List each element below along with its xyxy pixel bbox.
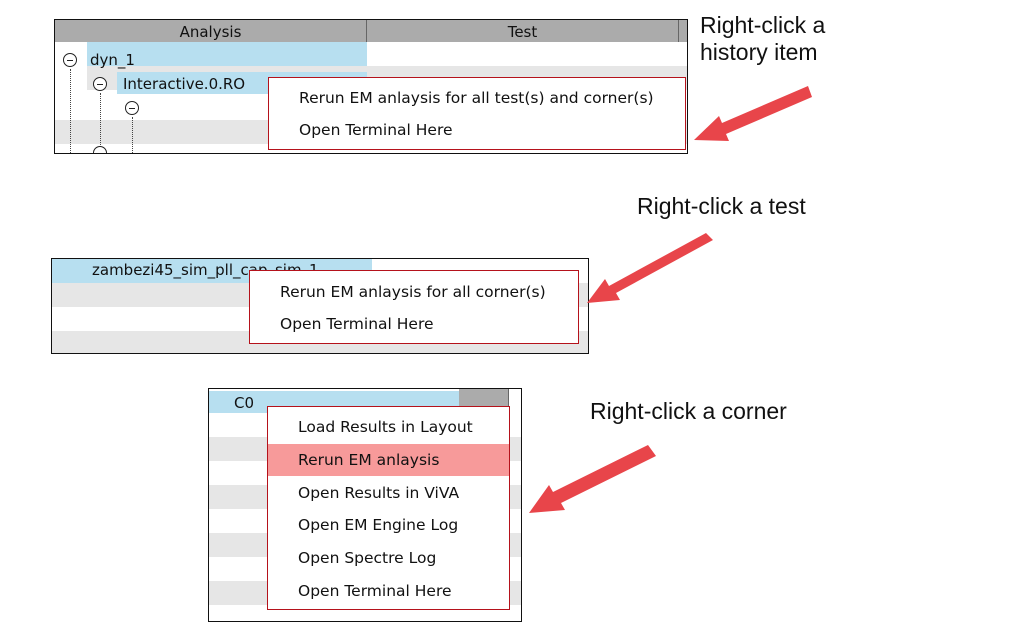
test-context-menu: Rerun EM anlaysis for all corner(s) Open…: [249, 270, 579, 344]
menu-item-open-terminal[interactable]: Open Terminal Here: [280, 315, 434, 333]
menu-item-open-terminal[interactable]: Open Terminal Here: [298, 582, 452, 600]
menu-item-rerun-all[interactable]: Rerun EM anlaysis for all test(s) and co…: [299, 89, 654, 107]
callout-history-item: Right-click a history item: [700, 12, 825, 66]
menu-item-load-results[interactable]: Load Results in Layout: [298, 418, 473, 436]
collapse-icon[interactable]: [63, 53, 77, 67]
history-item-label[interactable]: dyn_1: [90, 51, 135, 69]
menu-item-open-spectre-log[interactable]: Open Spectre Log: [298, 549, 437, 567]
callout-line-2: history item: [700, 39, 818, 65]
history-context-menu: Rerun EM anlaysis for all test(s) and co…: [268, 77, 686, 150]
menu-item-rerun-corners[interactable]: Rerun EM anlaysis for all corner(s): [280, 283, 546, 301]
collapse-icon[interactable]: [93, 77, 107, 91]
tree-guide-line: [100, 93, 101, 153]
tree-guide-line: [70, 69, 71, 153]
column-header-filler: [679, 20, 687, 42]
column-header-analysis[interactable]: Analysis: [55, 20, 367, 42]
tree-guide-line: [132, 117, 133, 153]
test-item-label[interactable]: Interactive.0.RO: [123, 75, 246, 93]
collapse-icon[interactable]: [125, 101, 139, 115]
menu-item-open-terminal[interactable]: Open Terminal Here: [299, 121, 453, 139]
corner-row-label[interactable]: C0: [234, 394, 255, 412]
column-header-test[interactable]: Test: [367, 20, 679, 42]
callout-line-1: Right-click a: [700, 12, 826, 38]
callout-test: Right-click a test: [637, 193, 806, 219]
menu-item-open-viva[interactable]: Open Results in ViVA: [298, 484, 460, 502]
corner-context-menu: Load Results in Layout Rerun EM anlaysis…: [267, 406, 510, 610]
menu-item-rerun-em[interactable]: Rerun EM anlaysis: [268, 444, 509, 476]
collapse-icon[interactable]: [93, 146, 107, 153]
callout-corner: Right-click a corner: [590, 398, 787, 424]
selected-row-highlight: [87, 42, 367, 66]
menu-item-open-em-log[interactable]: Open EM Engine Log: [298, 516, 459, 534]
